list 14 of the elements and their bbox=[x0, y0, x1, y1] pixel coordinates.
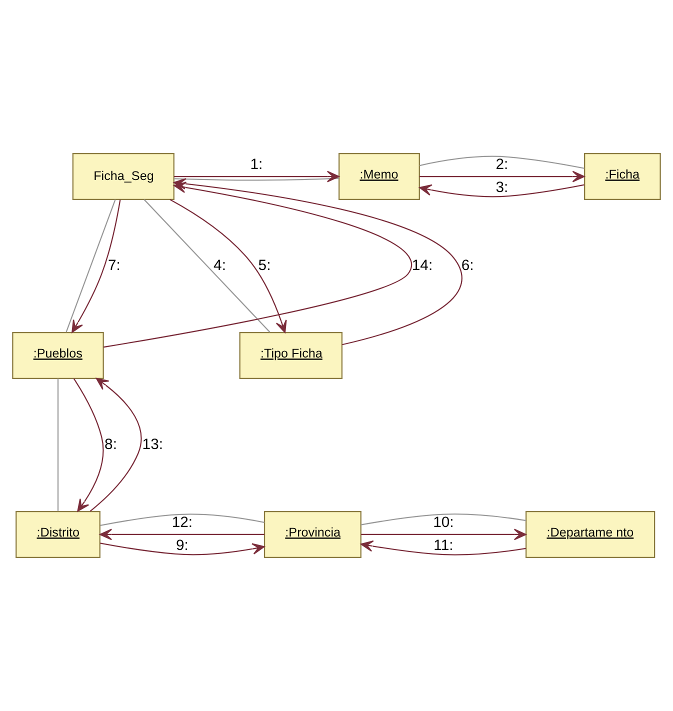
edge-label: 9: bbox=[176, 538, 188, 554]
edge-label: 10: bbox=[433, 514, 454, 531]
edge-label: 3: bbox=[496, 180, 508, 196]
edge-label: 6: bbox=[461, 258, 474, 274]
edge-label: 13: bbox=[142, 436, 164, 453]
edge-label: 5: bbox=[258, 258, 271, 274]
edge-label: 8: bbox=[104, 436, 118, 453]
edge-label: 7: bbox=[108, 258, 120, 274]
edge-label: 14: bbox=[412, 258, 433, 274]
edge-label: 12: bbox=[172, 514, 193, 531]
edge-label: 11: bbox=[434, 538, 454, 554]
edge-label: 2: bbox=[496, 156, 508, 173]
edge-label: 1: bbox=[250, 156, 263, 173]
edge-label: 4: bbox=[214, 258, 226, 274]
